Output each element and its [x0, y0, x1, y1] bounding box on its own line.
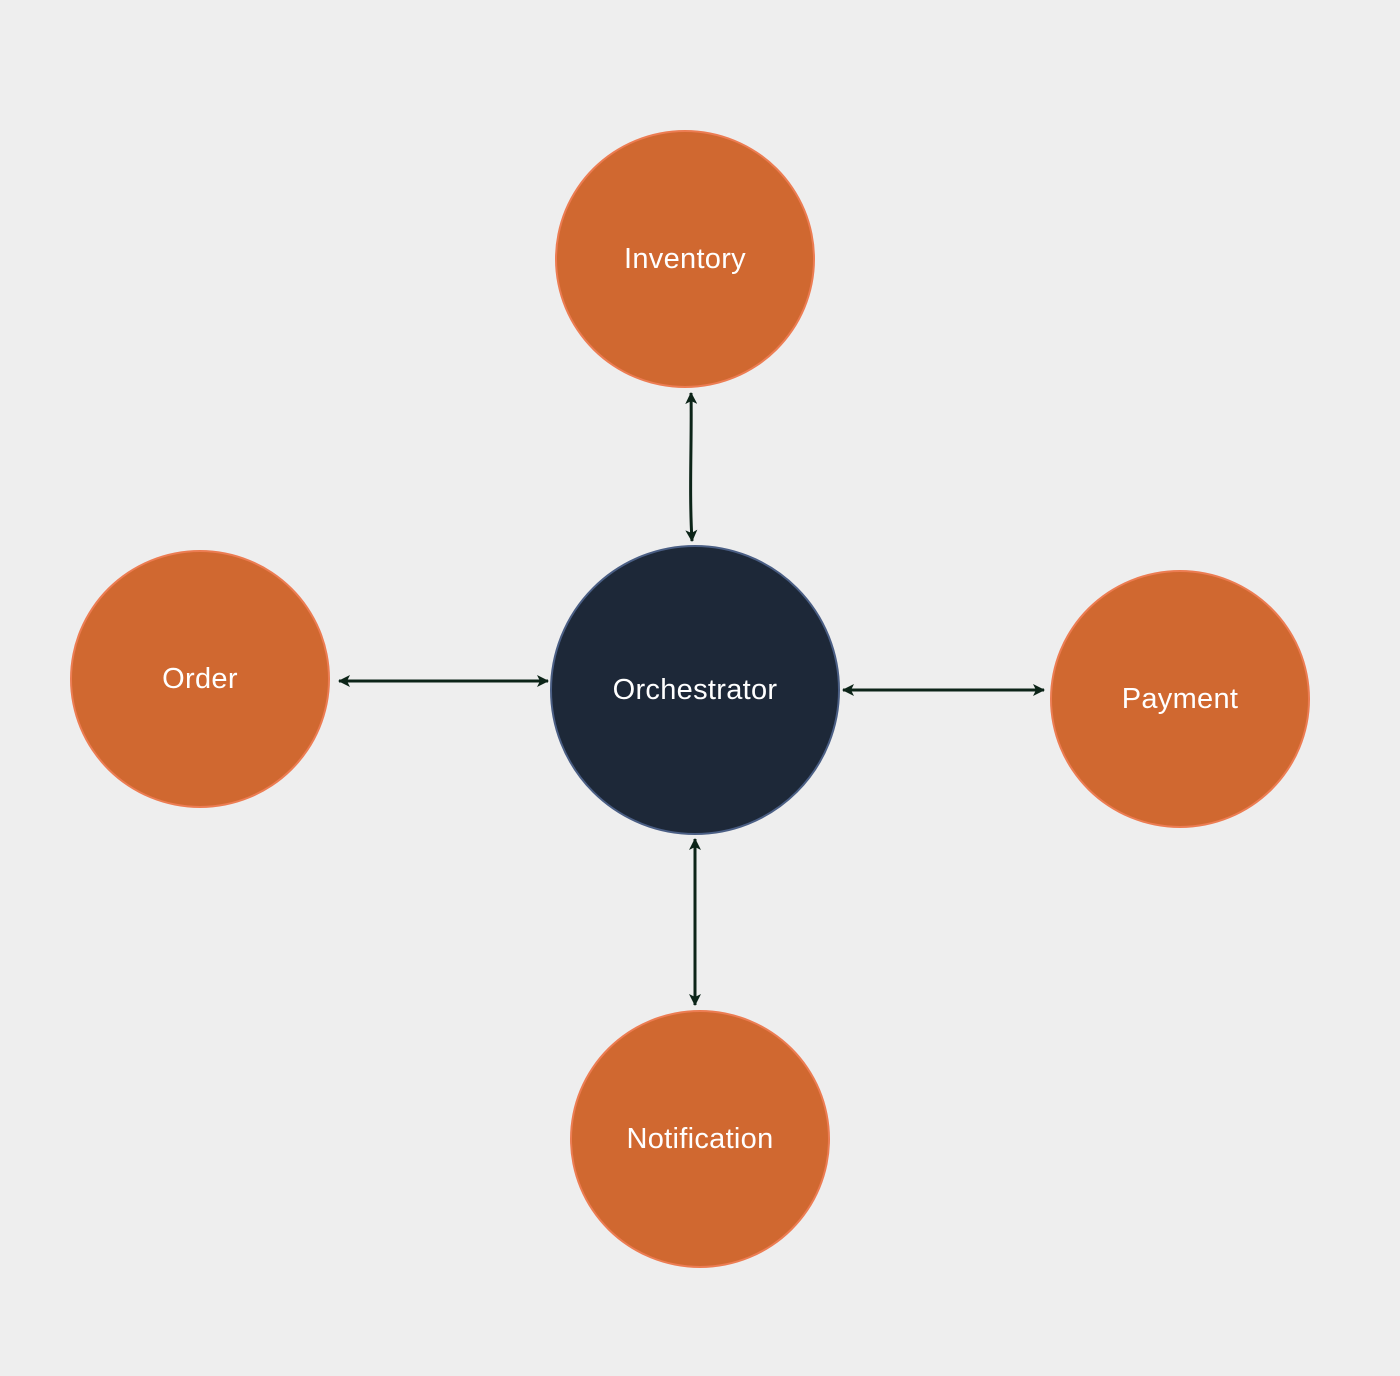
orchestrator-label: Orchestrator	[612, 673, 778, 706]
notification-node[interactable]: Notification	[570, 1010, 830, 1268]
order-node[interactable]: Order	[70, 550, 330, 808]
inventory-label: Inventory	[624, 242, 746, 275]
inventory-node[interactable]: Inventory	[555, 130, 815, 388]
edge-orchestrator-inventory	[685, 392, 698, 542]
payment-label: Payment	[1121, 682, 1239, 715]
orchestrator-node[interactable]: Orchestrator	[550, 545, 840, 835]
notification-label: Notification	[626, 1122, 774, 1155]
payment-node[interactable]: Payment	[1050, 570, 1310, 828]
order-label: Order	[162, 662, 238, 695]
